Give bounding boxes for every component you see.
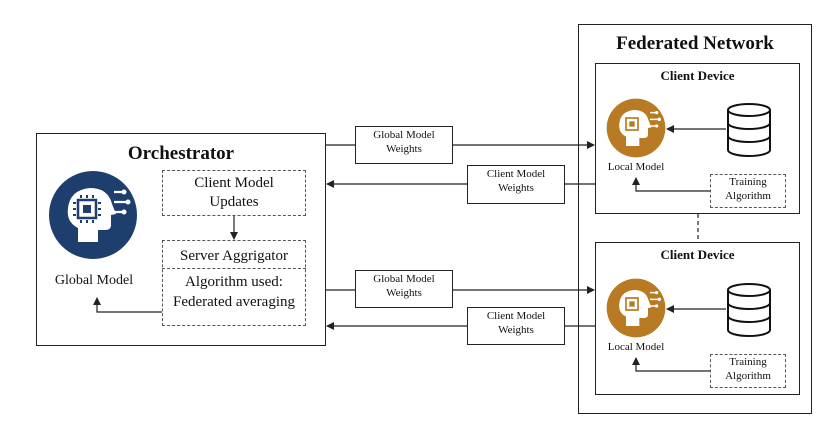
- training-algorithm-box: [710, 354, 786, 388]
- global-weights-label: Global Model Weights: [373, 129, 435, 155]
- global-model-label: Global Model: [54, 273, 134, 288]
- algorithm-label: Algorithm used: Federated averaging: [172, 274, 296, 310]
- global-weights-box: [355, 126, 453, 164]
- client-weights-label: Client Model Weights: [486, 310, 546, 336]
- local-model-label: Local Model: [607, 161, 665, 173]
- client-weights-box: [467, 165, 565, 204]
- local-model-icon: [606, 278, 666, 338]
- server-aggregator-box: [162, 240, 306, 326]
- training-algorithm-label: Training Algorithm: [725, 356, 771, 382]
- global-weights-box: [355, 270, 453, 308]
- client-device-title: Client Device: [660, 247, 735, 262]
- database-icon: [726, 102, 772, 158]
- server-aggregator-label: Server Aggrigator: [180, 248, 288, 264]
- client-model-updates-box: [162, 170, 306, 216]
- client-device-title: Client Device: [660, 68, 735, 83]
- federated-network-title: Federated Network: [616, 33, 774, 54]
- local-model-icon: [606, 98, 666, 158]
- client-model-updates-label: Client Model Updates: [194, 175, 274, 210]
- aggregator-divider: [162, 268, 306, 269]
- global-model-icon: [48, 170, 138, 260]
- training-algorithm-label: Training Algorithm: [725, 176, 771, 202]
- client-weights-label: Client Model Weights: [486, 168, 546, 194]
- training-algorithm-box: [710, 174, 786, 208]
- client-weights-box: [467, 307, 565, 345]
- orchestrator-title: Orchestrator: [127, 143, 235, 164]
- global-weights-label: Global Model Weights: [373, 273, 435, 299]
- local-model-label: Local Model: [607, 341, 665, 353]
- database-icon: [726, 282, 772, 338]
